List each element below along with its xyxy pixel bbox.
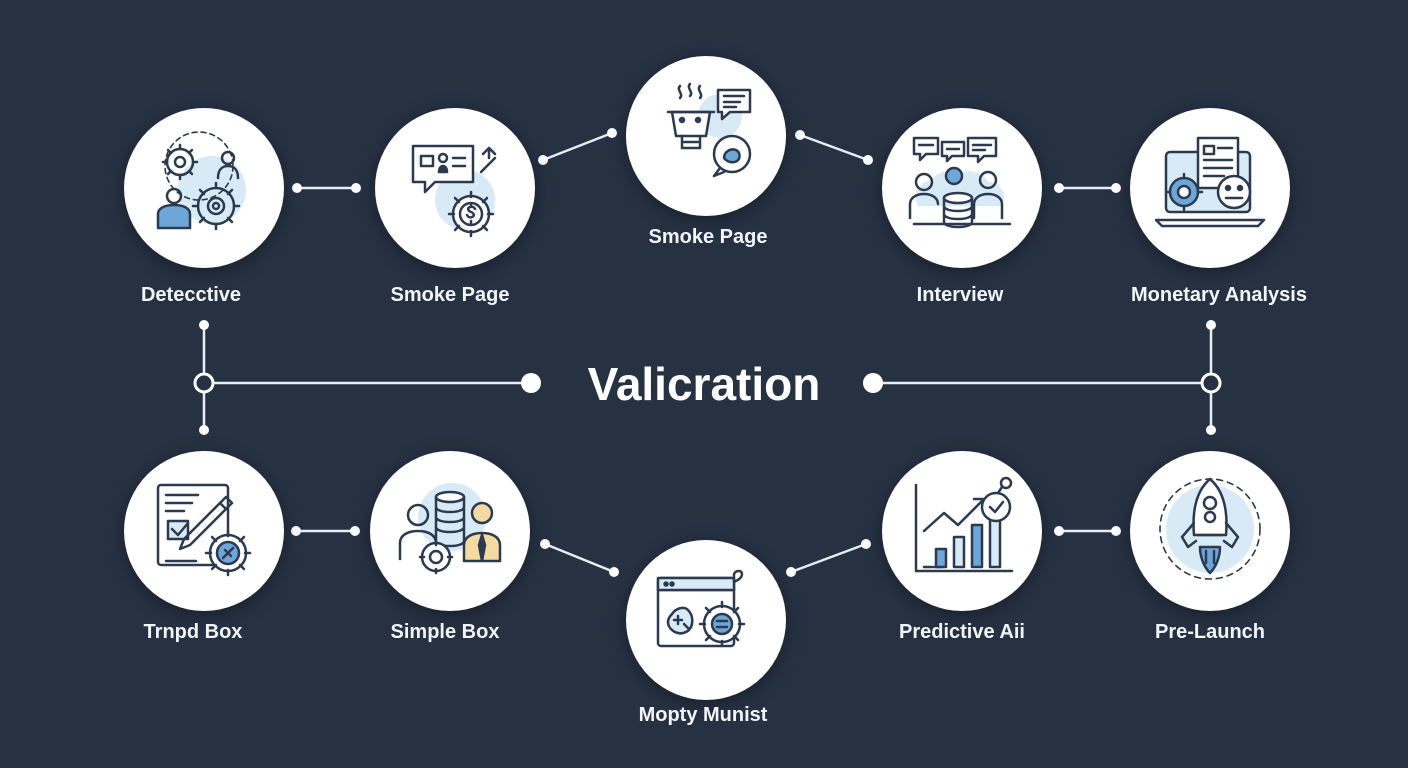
connector-simple-mopty	[543, 542, 616, 574]
dot	[538, 155, 548, 165]
node-label: Interview	[916, 284, 1004, 306]
node-monetary-analysis	[1130, 108, 1290, 268]
junction-ring	[1200, 372, 1222, 394]
node-label: Mopty Munist	[638, 704, 768, 726]
coffee-chat-icon	[666, 82, 752, 178]
connector-smoke1-smoke2	[541, 131, 614, 162]
node-label: Trnpd Box	[143, 621, 243, 643]
bar-chart-check-icon	[914, 476, 1014, 573]
node-label: Detecctive	[140, 284, 242, 306]
dot	[861, 539, 871, 549]
dot	[1054, 526, 1064, 536]
dot	[609, 567, 619, 577]
dot	[292, 183, 302, 193]
laptop-document-gear-icon	[1154, 136, 1266, 228]
gears-person-icon	[156, 131, 246, 231]
spine-end-dot	[863, 373, 883, 393]
connector-mopty-predictive	[789, 542, 868, 574]
dot	[199, 425, 209, 435]
dot	[863, 155, 873, 165]
node-label: Simple Box	[390, 621, 500, 643]
node-smoke-page-1	[375, 108, 535, 268]
dot	[1111, 526, 1121, 536]
people-database-icon	[398, 483, 502, 575]
node-label: Pre-Launch	[1154, 621, 1266, 643]
dot	[1111, 183, 1121, 193]
dot	[350, 526, 360, 536]
dot	[199, 320, 209, 330]
node-label: Predictive Aii	[899, 621, 1025, 643]
dot	[1054, 183, 1064, 193]
browser-gear-icon	[656, 569, 746, 648]
dot	[607, 128, 617, 138]
rocket-icon	[1159, 477, 1261, 580]
node-pre-launch	[1130, 451, 1290, 611]
dot	[795, 130, 805, 140]
junction-ring	[193, 372, 215, 394]
node-label: Smoke Page	[390, 284, 510, 306]
chat-money-gear-icon	[411, 144, 497, 238]
dot	[786, 567, 796, 577]
node-mopty-munist	[626, 540, 786, 700]
node-label: Monetary Analysis	[1131, 284, 1307, 306]
node-interview	[882, 108, 1042, 268]
dot	[540, 539, 550, 549]
diagram-title: Valicration	[587, 358, 821, 410]
document-pen-gear-icon	[156, 483, 252, 577]
dot	[291, 526, 301, 536]
connector-smoke2-interview	[798, 133, 870, 162]
node-smoke-page-2	[626, 56, 786, 216]
dot	[1206, 320, 1216, 330]
node-trnpd-box	[124, 451, 284, 611]
spine-end-dot	[521, 373, 541, 393]
node-label: Smoke Page	[648, 226, 768, 248]
dot	[1206, 425, 1216, 435]
group-chat-database-icon	[908, 136, 1012, 229]
node-detective	[124, 108, 284, 268]
node-simple-box	[370, 451, 530, 611]
node-predictive-aii	[882, 451, 1042, 611]
dot	[351, 183, 361, 193]
